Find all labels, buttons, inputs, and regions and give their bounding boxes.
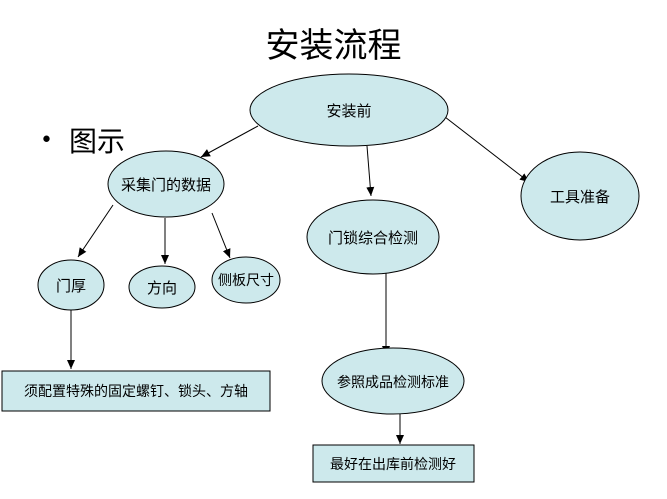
edge-pre-to-lock [366,145,375,197]
bullet-dot-icon: • [40,128,53,153]
edge-collect-to-thickness [77,204,114,258]
node-screws-note-label: 须配置特殊的固定螺钉、锁头、方轴 [24,384,248,400]
node-lock-test: 门锁综合检测 [306,199,440,275]
node-lock-test-label: 门锁综合检测 [328,229,418,247]
node-direction: 方向 [128,265,196,309]
edge-collect-to-side [211,212,231,259]
node-test-before-ship: 最好在出库前检测好 [312,444,475,483]
bullet-label: 图示 [68,125,125,158]
node-side-panel-label: 侧板尺寸 [218,273,274,289]
node-tool-prep: 工具准备 [520,151,640,241]
node-pre-install: 安装前 [249,73,449,147]
node-pre-install-label: 安装前 [326,102,371,120]
bullet-item: • 图示 [40,120,125,160]
node-side-panel: 侧板尺寸 [211,256,281,304]
node-door-thickness: 门厚 [37,259,105,311]
node-door-thickness-label: 门厚 [56,277,86,295]
node-ref-standard-label: 参照成品检测标准 [337,374,449,391]
node-collect-data: 采集门的数据 [107,150,225,218]
edge-pre-to-tool [444,116,530,183]
node-direction-label: 方向 [147,279,177,297]
node-screws-note: 须配置特殊的固定螺钉、锁头、方轴 [1,370,271,412]
edge-pre-to-collect [200,125,259,158]
node-test-before-ship-label: 最好在出库前检测好 [330,456,456,473]
node-ref-standard: 参照成品检测标准 [321,347,465,415]
node-collect-data-label: 采集门的数据 [121,176,211,194]
connectors [67,116,530,444]
page-title: 安装流程 [265,26,402,66]
node-tool-prep-label: 工具准备 [550,188,610,206]
